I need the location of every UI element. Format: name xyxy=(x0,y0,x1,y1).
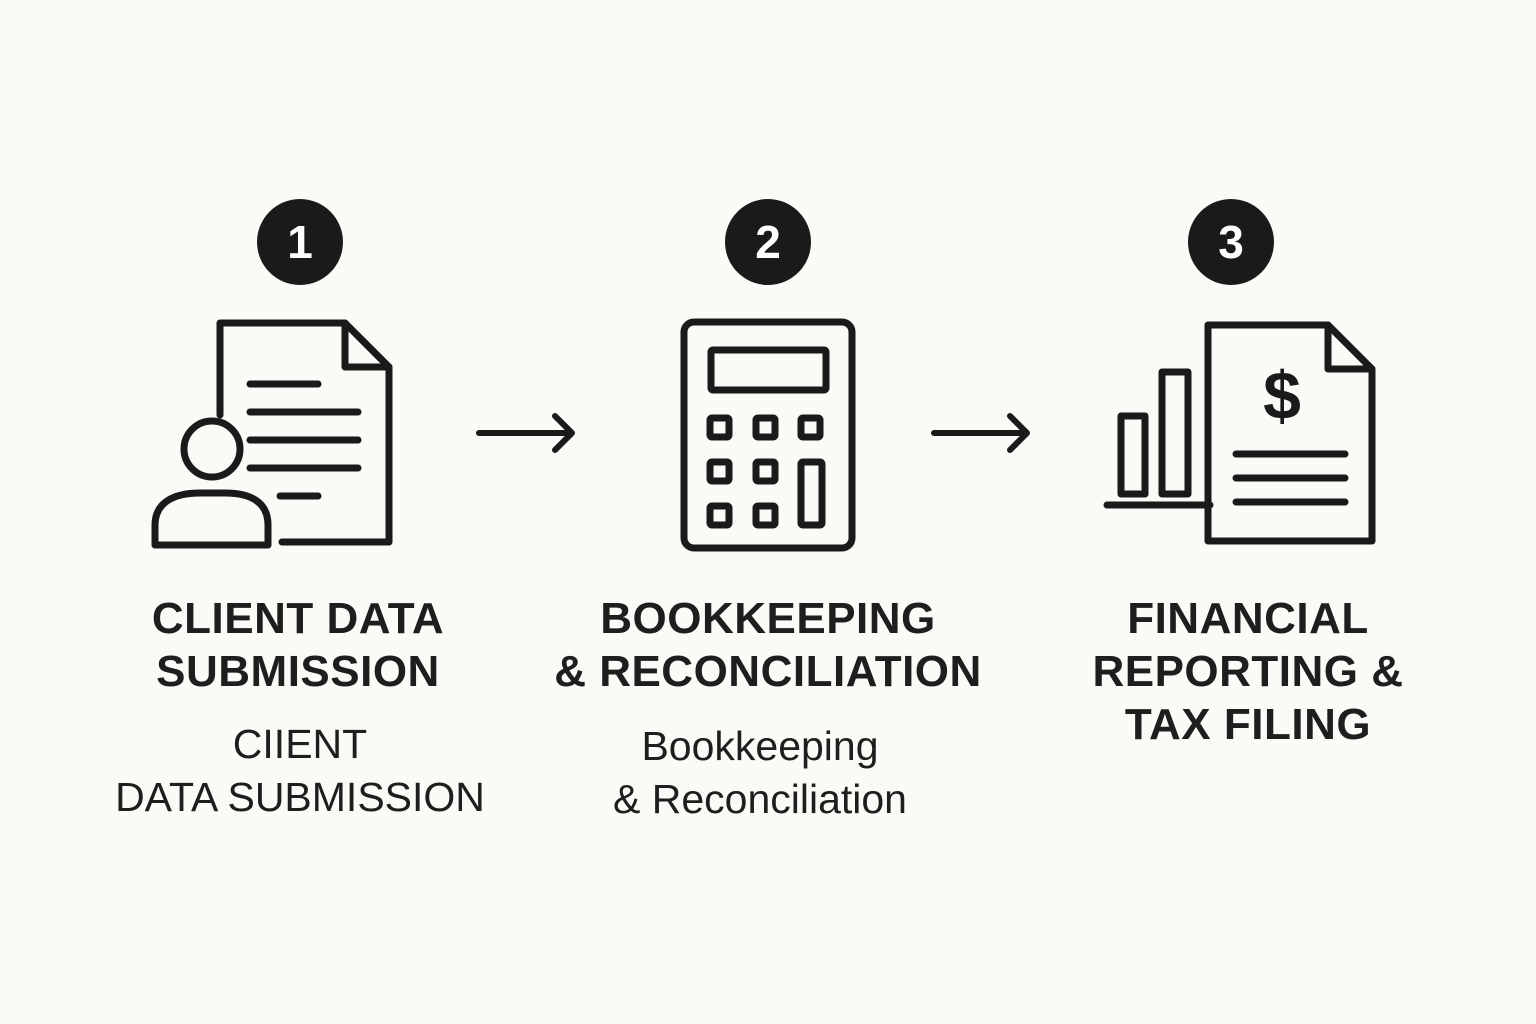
step-2-subtitle: Bookkeeping & Reconciliation xyxy=(540,720,980,826)
step-2-title-line-1: BOOKKEEPING xyxy=(600,594,936,643)
arrow-right-icon xyxy=(476,413,575,453)
dollar-sign-icon: $ xyxy=(1263,358,1301,434)
step-2-subtitle-line-1: Bookkeeping xyxy=(641,723,879,769)
step-1-subtitle-line-2: DATA SUBMISSION xyxy=(115,774,485,820)
step-3-title-line-2: REPORTING & xyxy=(1092,647,1404,696)
step-2-title: BOOKKEEPING & RECONCILIATION xyxy=(530,592,1006,698)
step-2-subtitle-line-2: & Reconciliation xyxy=(613,776,907,822)
step-1-title-line-1: CLIENT DATA xyxy=(151,594,445,643)
client-document-icon xyxy=(151,319,393,549)
calculator-icon xyxy=(680,318,856,552)
step-2-title-line-2: & RECONCILIATION xyxy=(554,647,982,696)
financial-report-icon: $ xyxy=(1103,321,1376,545)
step-2-badge: 2 xyxy=(725,199,811,285)
step-1-subtitle: CIIENT DATA SUBMISSION xyxy=(80,718,520,824)
step-3-title: FINANCIAL REPORTING & TAX FILING xyxy=(1048,592,1448,751)
arrow-right-icon xyxy=(931,413,1030,453)
step-3-title-line-3: TAX FILING xyxy=(1124,700,1372,749)
step-3-title-line-1: FINANCIAL xyxy=(1127,594,1369,643)
step-1-title-line-2: SUBMISSION xyxy=(156,647,440,696)
step-1-subtitle-line-1: CIIENT xyxy=(232,721,368,767)
step-1-badge: 1 xyxy=(257,199,343,285)
step-1-title: CLIENT DATA SUBMISSION xyxy=(98,592,498,698)
step-3-badge: 3 xyxy=(1188,199,1274,285)
